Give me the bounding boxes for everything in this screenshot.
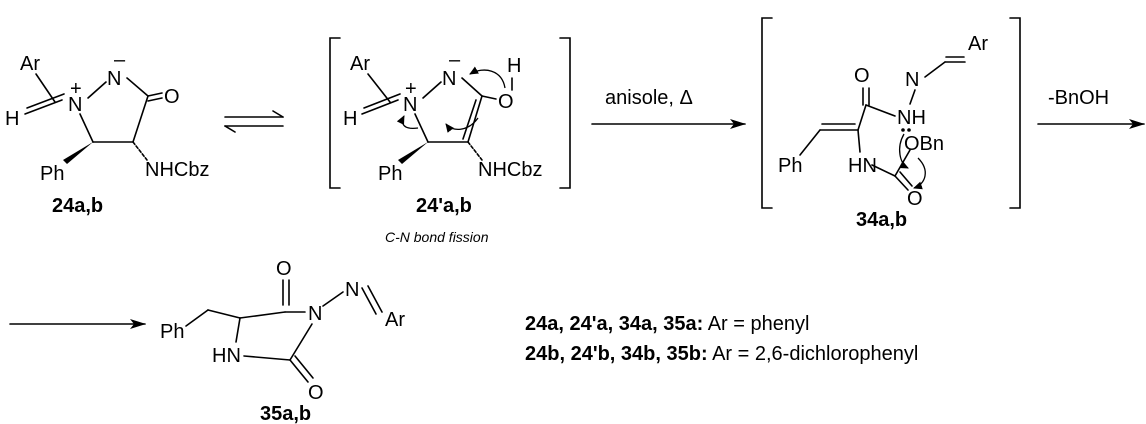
atom-h-oh: H: [507, 55, 521, 77]
atom-h: H: [343, 108, 357, 130]
legend-row-a: 24a, 24'a, 34a, 35a: Ar = phenyl: [525, 313, 809, 335]
atom-n1: N: [308, 303, 322, 325]
atom-n2: N: [345, 279, 359, 301]
compound-35: Ph O N N Ar HN O 35a,b: [160, 258, 405, 424]
atom-h: H: [5, 108, 19, 130]
charge-minus: –: [114, 49, 126, 71]
legend-row-a-text: Ar = phenyl: [703, 313, 809, 335]
atom-o2: O: [907, 188, 923, 210]
atom-obn: OBn: [904, 133, 944, 155]
legend: 24a, 24'a, 34a, 35a: Ar = phenyl 24b, 24…: [525, 313, 918, 365]
atom-nhcbz: NHCbz: [145, 159, 209, 181]
atom-ph: Ph: [378, 163, 402, 185]
atom-n: N: [905, 69, 919, 91]
charge-plus: +: [70, 78, 82, 100]
charge-minus: –: [449, 49, 461, 71]
atom-ph: Ph: [778, 155, 802, 177]
compound-24: Ar H N + N – O Ph NHCbz 24a,b: [5, 49, 209, 217]
reaction-arrow-3: -BnOH: [1037, 87, 1145, 129]
charge-plus: +: [405, 78, 417, 100]
atom-nhcbz: NHCbz: [478, 159, 542, 181]
legend-row-b-ids: 24b, 24'b, 34b, 35b:: [525, 343, 708, 365]
atom-ar: Ar: [350, 53, 370, 75]
note-cn-fission: C-N bond fission: [385, 229, 489, 245]
reaction-arrow-2: anisole, Δ: [591, 87, 746, 129]
atom-n-minus: N: [107, 68, 121, 90]
atom-o: O: [164, 86, 180, 108]
compound-24-prime: Ar H N + N – H O Ph NHCbz 24'a,b C-N bon…: [329, 37, 571, 245]
equilibrium-arrow: [224, 110, 284, 133]
reagent-bnoh: -BnOH: [1048, 87, 1109, 109]
label-24: 24a,b: [52, 195, 103, 217]
atom-hn: HN: [212, 345, 241, 367]
atom-nh: NH: [897, 107, 926, 129]
atom-o: O: [276, 258, 292, 280]
atom-ph: Ph: [40, 163, 64, 185]
atom-hn: HN: [848, 155, 877, 177]
atom-o2: O: [308, 382, 324, 404]
atom-n-plus: N: [403, 94, 417, 116]
label-35: 35a,b: [260, 403, 311, 424]
legend-row-b-text: Ar = 2,6-dichlorophenyl: [708, 343, 919, 365]
legend-row-b: 24b, 24'b, 34b, 35b: Ar = 2,6-dichloroph…: [525, 343, 918, 365]
compound-34: Ar N O NH OBn Ph HN O 34a,b: [761, 17, 1021, 231]
reagent-anisole: anisole, Δ: [605, 87, 693, 109]
label-34: 34a,b: [856, 209, 907, 231]
atom-n-plus: N: [68, 94, 82, 116]
atom-n-minus: N: [442, 68, 456, 90]
atom-ar: Ar: [20, 53, 40, 75]
atom-o: O: [498, 91, 514, 113]
atom-ph: Ph: [160, 321, 184, 343]
atom-ar: Ar: [385, 309, 405, 331]
atom-o: O: [854, 65, 870, 87]
legend-row-a-ids: 24a, 24'a, 34a, 35a:: [525, 313, 703, 335]
atom-ar: Ar: [968, 33, 988, 55]
label-24-prime: 24'a,b: [416, 195, 472, 217]
